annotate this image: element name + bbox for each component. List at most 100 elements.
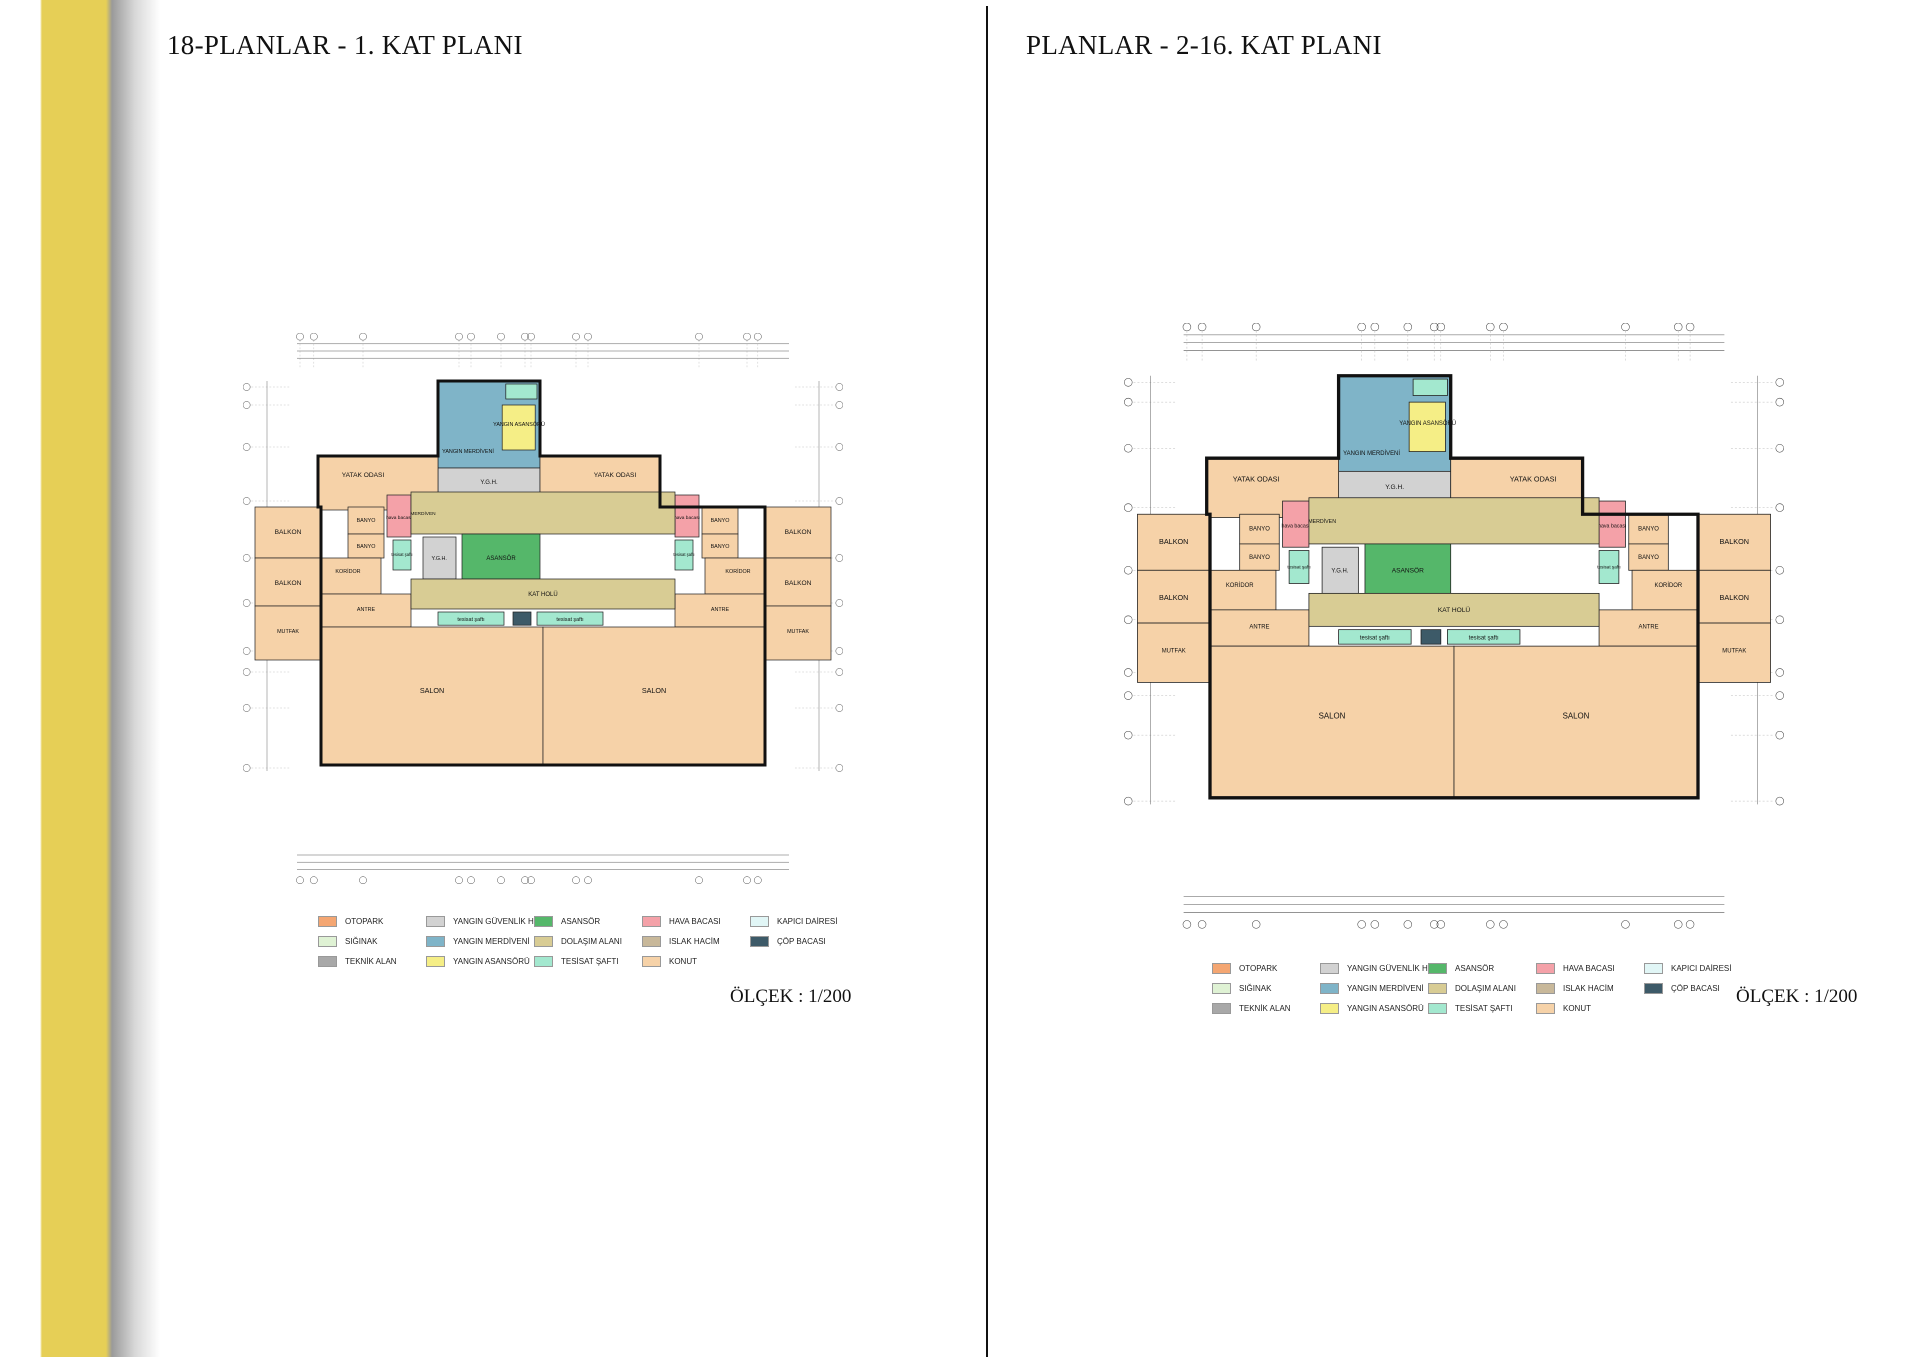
- grid-bubble: [695, 876, 703, 885]
- grid-bubble: [359, 333, 367, 341]
- shaft-left: [437, 611, 505, 626]
- main-stair: [410, 491, 676, 535]
- garbage-chute: [1420, 629, 1442, 645]
- label-balcony-right-2: BALKON: [1720, 593, 1749, 602]
- legend-label: SIĞINAK: [345, 937, 378, 946]
- legend-swatch: [318, 916, 337, 927]
- grid-bubble: [1251, 920, 1261, 929]
- legend-item: TESİSAT ŞAFTI: [534, 956, 619, 967]
- grid-bubble: [835, 599, 843, 607]
- legend-label: TESİSAT ŞAFTI: [561, 957, 619, 966]
- label-bedroom-left: YATAK ODASI: [342, 472, 385, 479]
- label-shaft-small-left: tesisat şaftı: [391, 552, 412, 557]
- grid-bubble: [835, 668, 843, 676]
- legend-item: ASANSÖR: [534, 916, 600, 927]
- legend-swatch: [534, 916, 553, 927]
- label-small-fire-safety-hall: Y.G.H.: [1331, 568, 1348, 574]
- grid-bubble: [572, 876, 580, 885]
- bath-right-2: [701, 533, 739, 559]
- grid-bubble: [1182, 323, 1192, 332]
- grid-bubble: [527, 876, 535, 885]
- grid-bubble: [1621, 323, 1630, 332]
- air-shaft-right: [674, 494, 700, 538]
- legend-item: SIĞINAK: [318, 936, 377, 947]
- label-bedroom-right: YATAK ODASI: [1510, 474, 1557, 483]
- grid-bubble: [243, 704, 251, 712]
- grid-bubble: [835, 647, 843, 655]
- legend-label: DOLAŞIM ALANI: [561, 937, 622, 946]
- legend-swatch: [642, 936, 661, 947]
- legend-item: TEKNİK ALAN: [318, 956, 397, 967]
- left-scale-label: ÖLÇEK : 1/200: [730, 986, 852, 1007]
- shaft-small-right: [674, 539, 694, 571]
- legend-swatch: [534, 956, 553, 967]
- small-fire-safety-hall: [422, 536, 457, 580]
- balcony-right-1: [1697, 513, 1771, 571]
- grid-bubble: [1486, 920, 1495, 929]
- legend-item: KAPICI DAİRESİ: [750, 916, 837, 927]
- label-air-shaft-left: hava bacası: [1282, 523, 1310, 529]
- bath-left-1: [347, 506, 385, 535]
- corridor-left: [320, 557, 382, 595]
- page-divider: [986, 6, 988, 1357]
- grid-bubble: [497, 876, 505, 885]
- legend-swatch: [1644, 963, 1663, 974]
- grid-bubble: [1429, 920, 1439, 929]
- grid-bubble: [243, 764, 251, 772]
- grid-bubble: [584, 876, 592, 885]
- legend-swatch: [426, 916, 445, 927]
- balcony-left-1: [1137, 513, 1211, 571]
- decorative-sidebar-band: [0, 0, 160, 1357]
- corridor-right: [704, 557, 766, 595]
- legend-swatch: [642, 956, 661, 967]
- grid-bubble: [1124, 615, 1133, 624]
- label-bedroom-right: YATAK ODASI: [594, 472, 637, 479]
- grid-bubble: [1685, 323, 1695, 332]
- legend-label: DOLAŞIM ALANI: [1455, 984, 1516, 993]
- legend-item: ISLAK HACİM: [1536, 983, 1614, 994]
- grid-bubble: [835, 383, 843, 391]
- label-fire-safety-hall: Y.G.H.: [1385, 484, 1404, 491]
- legend-swatch: [426, 936, 445, 947]
- label-corridor-left: KORİDOR: [1226, 582, 1254, 589]
- legend-label: KAPICI DAİRESİ: [777, 917, 838, 926]
- outer-wall: [316, 379, 767, 767]
- grid-bubble: [835, 704, 843, 712]
- grid-bubble: [1124, 503, 1133, 512]
- grid-bubble: [1775, 730, 1784, 740]
- legend-swatch: [1536, 963, 1555, 974]
- legend-item: DOLAŞIM ALANI: [1428, 983, 1516, 994]
- grid-bubble: [1124, 444, 1133, 453]
- left-plan-title: 18-PLANLAR - 1. KAT PLANI: [167, 30, 523, 60]
- grid-bubble: [1124, 566, 1133, 575]
- label-bath-left-1: BANYO: [357, 518, 376, 524]
- grid-bubble: [1124, 668, 1133, 677]
- legend-label: KONUT: [1563, 1004, 1591, 1013]
- legend-label: TESİSAT ŞAFTI: [1455, 1004, 1513, 1013]
- living-room-left: [320, 626, 544, 766]
- label-shaft-left: tesisat şaftı: [457, 617, 484, 623]
- grid-bubble: [1499, 323, 1508, 332]
- label-bath-right-1: BANYO: [1638, 527, 1659, 533]
- shaft-small-right: [1598, 550, 1620, 584]
- legend-swatch: [318, 956, 337, 967]
- grid-bubble: [455, 876, 463, 885]
- living-room-right: [542, 626, 766, 766]
- grid-bubble: [359, 876, 367, 885]
- label-kitchen-left: MUTFAK: [1162, 649, 1186, 655]
- label-shaft-right: tesisat şaftı: [1469, 636, 1499, 642]
- label-fire-safety-hall: Y.G.H.: [480, 480, 498, 486]
- label-bath-left-2: BANYO: [357, 544, 376, 550]
- grid-bubble: [1124, 796, 1133, 806]
- grid-bubble: [467, 333, 475, 341]
- grid-bubble: [243, 401, 251, 409]
- grid-bubble: [497, 333, 505, 341]
- label-living-room-left: SALON: [420, 686, 444, 695]
- legend-swatch: [1212, 1003, 1231, 1014]
- grid-bubble: [1357, 323, 1366, 332]
- grid-bubble: [835, 443, 843, 451]
- legend-label: TEKNİK ALAN: [345, 957, 397, 966]
- label-balcony-left-2: BALKON: [275, 580, 302, 587]
